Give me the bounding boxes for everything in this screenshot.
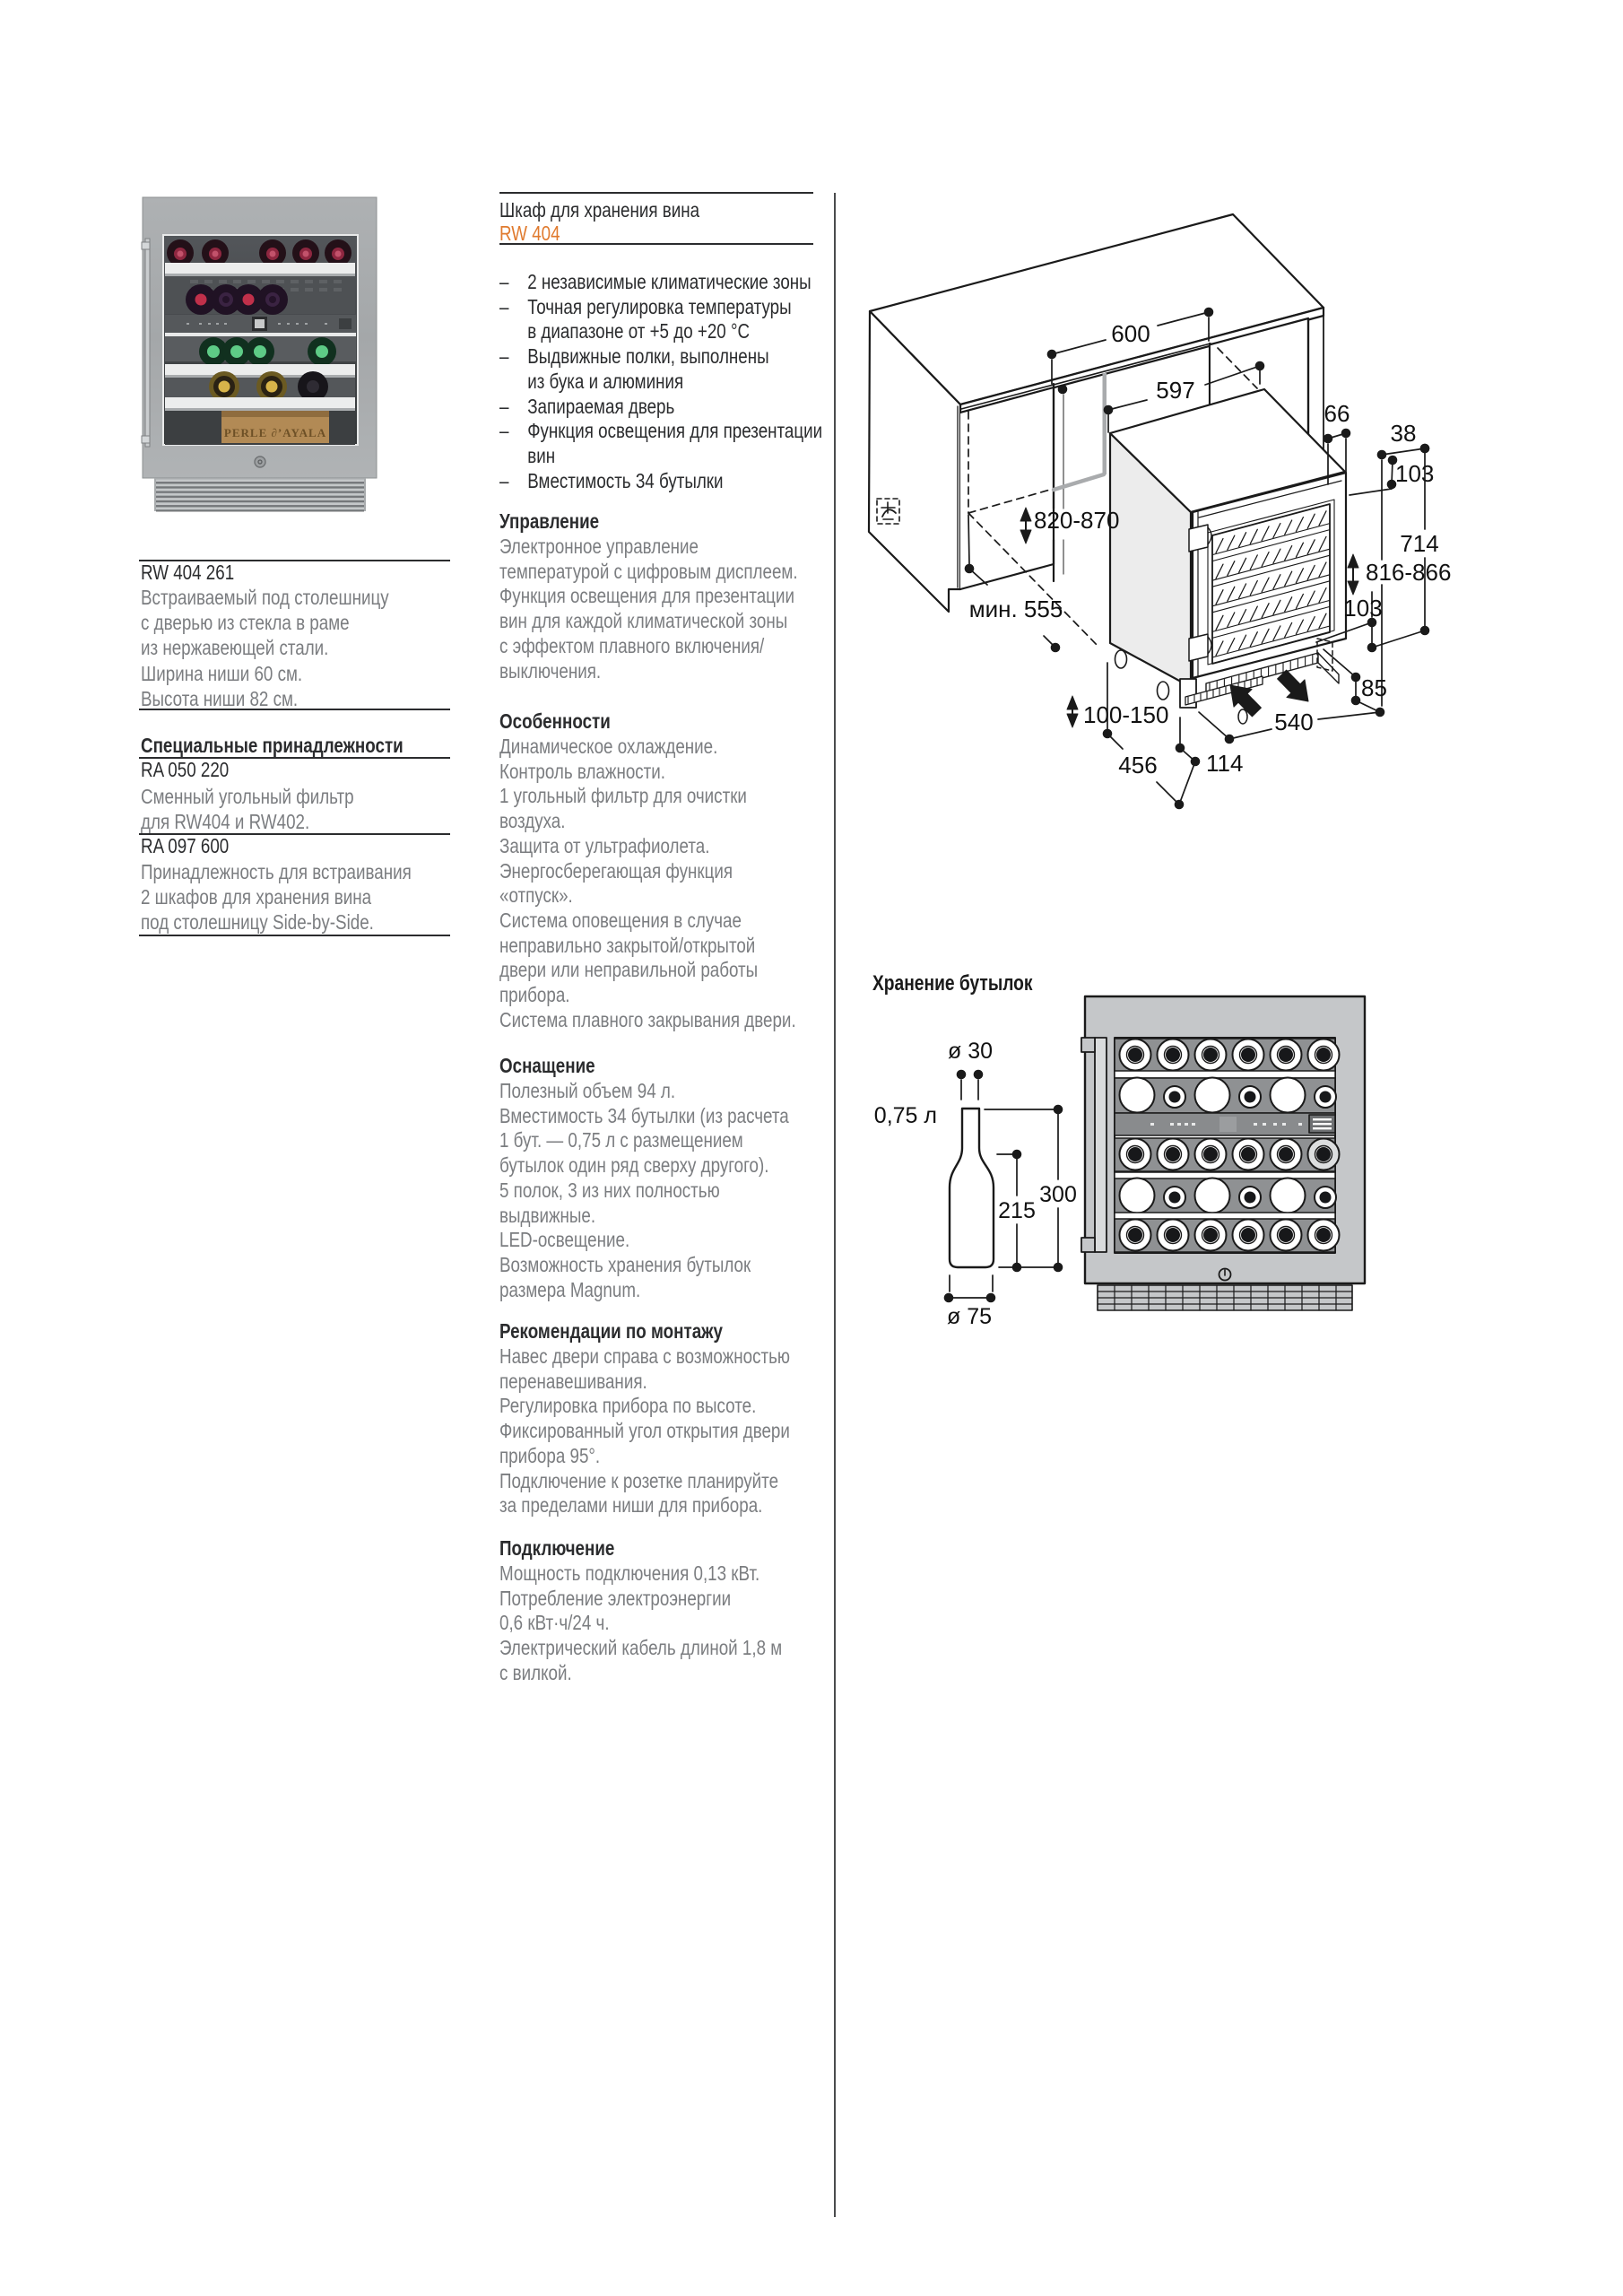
svg-text:820-870: 820-870 [1034, 507, 1119, 534]
svg-text:540: 540 [1274, 709, 1313, 735]
svg-text:85: 85 [1361, 674, 1387, 701]
svg-text:816-866: 816-866 [1366, 559, 1451, 586]
svg-text:ø 75: ø 75 [947, 1304, 992, 1329]
svg-text:597: 597 [1156, 377, 1194, 404]
svg-text:103: 103 [1395, 460, 1434, 487]
svg-text:103: 103 [1343, 595, 1382, 622]
svg-text:456: 456 [1118, 752, 1157, 778]
svg-text:ø 30: ø 30 [948, 1039, 993, 1064]
svg-text:0,75 л: 0,75 л [874, 1103, 937, 1128]
svg-text:100-150: 100-150 [1083, 701, 1168, 728]
svg-text:мин. 555: мин. 555 [969, 596, 1063, 622]
svg-text:PERLE ∂’AYALA: PERLE ∂’AYALA [224, 426, 326, 439]
svg-text:300: 300 [1039, 1182, 1077, 1207]
svg-text:600: 600 [1111, 320, 1150, 347]
svg-text:66: 66 [1324, 400, 1350, 427]
svg-text:215: 215 [998, 1198, 1036, 1223]
svg-text:114: 114 [1206, 750, 1243, 777]
svg-text:38: 38 [1391, 420, 1417, 447]
svg-text:714: 714 [1400, 530, 1438, 557]
